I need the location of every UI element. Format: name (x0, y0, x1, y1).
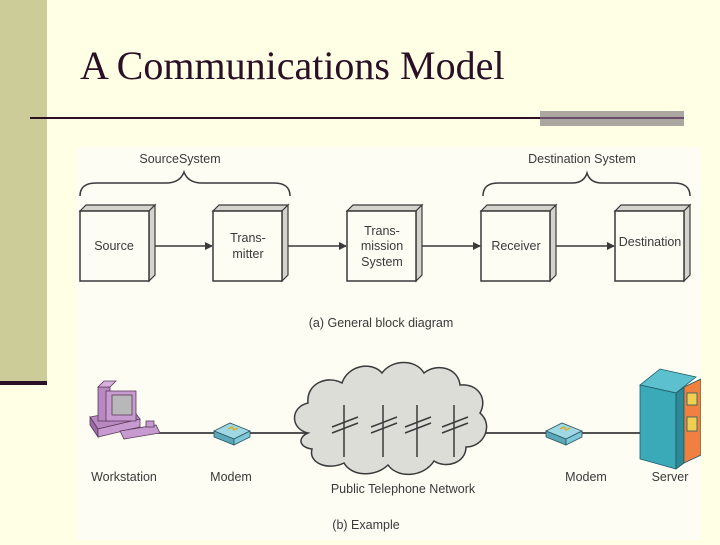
server-icon (639, 368, 702, 470)
block-receiver-label: Receiver (491, 239, 540, 253)
destination-system-brace (482, 170, 691, 197)
block-transmitter-line1: Trans- (230, 231, 266, 245)
source-system-brace (79, 169, 291, 197)
caption-a: (a) General block diagram (309, 316, 454, 330)
modem-left-icon (213, 422, 251, 446)
title-rule-accent-line (540, 117, 684, 119)
figure-svg: SourceSystem Destination System Source T… (78, 152, 702, 532)
destination-system-label: Destination System (528, 152, 636, 166)
block-destination-label: Destination (619, 235, 682, 249)
workstation-icon (89, 380, 161, 440)
block-receiver: Receiver (479, 203, 558, 283)
server-label: Server (652, 470, 689, 484)
sidebar-rule (0, 381, 47, 385)
block-destination: Destination (613, 203, 692, 283)
block-transmitter-line2: mitter (232, 247, 263, 261)
communications-figure: SourceSystem Destination System Source T… (76, 147, 702, 540)
slide-title: A Communications Model (80, 43, 505, 88)
title-rule (30, 117, 684, 119)
modem-right-icon (545, 422, 583, 446)
source-system-label: SourceSystem (139, 152, 220, 166)
slide-sidebar (0, 0, 47, 381)
telephone-poles-icon (331, 405, 469, 457)
network-label: Public Telephone Network (331, 482, 476, 496)
block-transmission-line2: mission (361, 239, 403, 253)
modem-right-label: Modem (565, 470, 607, 484)
block-transmission-line1: Trans- (364, 224, 400, 238)
block-source-label: Source (94, 239, 134, 253)
caption-b: (b) Example (332, 518, 399, 532)
modem-left-label: Modem (210, 470, 252, 484)
block-source: Source (78, 203, 157, 283)
block-transmission-system: Trans- mission System (345, 203, 424, 283)
block-transmitter: Trans- mitter (211, 203, 290, 283)
block-transmission-line3: System (361, 255, 403, 269)
network-cloud (293, 361, 488, 475)
workstation-label: Workstation (91, 470, 157, 484)
